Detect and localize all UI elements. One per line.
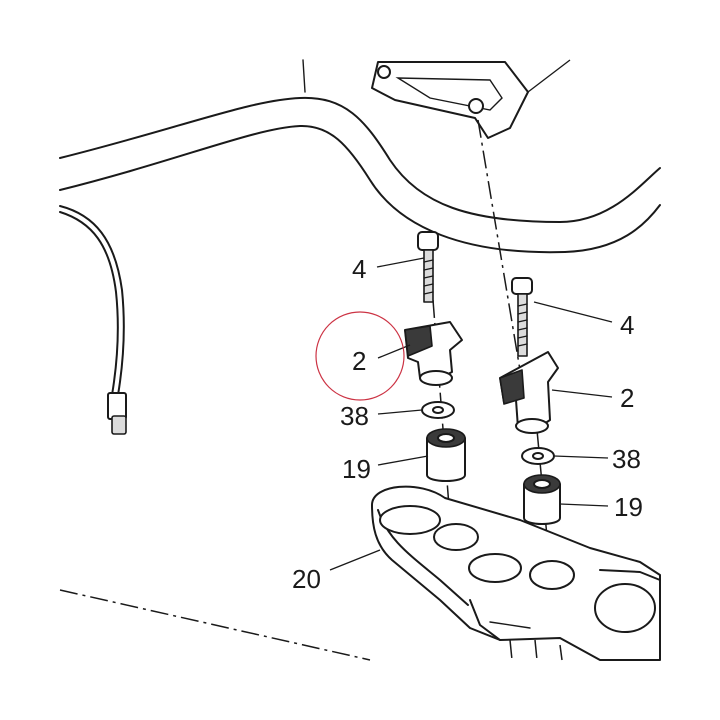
- leader-bolt-right: [533, 301, 613, 323]
- leader-bushing-right: [559, 503, 609, 507]
- top-yoke: [371, 485, 661, 661]
- bushing-right: [523, 474, 561, 525]
- callout-bolt-right: 4: [620, 310, 634, 340]
- callout-washer-right: 38: [612, 444, 641, 474]
- axis-stub-1: [509, 639, 513, 661]
- highlight-circle: [315, 311, 405, 401]
- riser-left-slot: [404, 325, 433, 357]
- yoke-hole-4: [529, 560, 575, 590]
- leader-riser-left: [377, 344, 411, 359]
- clamp-hole-left: [377, 65, 391, 79]
- axis-right-upper: [477, 119, 521, 371]
- yoke-hole-3: [468, 553, 522, 583]
- bolt-right: [511, 277, 533, 357]
- yoke-hole-5: [594, 583, 656, 633]
- clamp-hole-right: [468, 98, 484, 114]
- axis-stub-3: [559, 644, 563, 661]
- leader-riser-right: [551, 389, 613, 398]
- riser-right-slot: [499, 369, 525, 405]
- callout-riser-left: 2: [352, 346, 366, 376]
- connector-plug: [107, 392, 127, 420]
- callout-riser-right: 2: [620, 383, 634, 413]
- handlebar: [59, 96, 661, 254]
- leader-bolt-left: [376, 257, 425, 268]
- top-clamp: [371, 59, 571, 139]
- leader-bushing-left: [377, 455, 429, 466]
- callout-washer-left: 38: [340, 401, 369, 431]
- bolt-left: [417, 231, 439, 303]
- frame-centerline: [59, 589, 371, 661]
- yoke-hole-1: [379, 505, 441, 535]
- connector-tip: [111, 415, 127, 435]
- wire-harness: [59, 205, 127, 435]
- riser-right: [499, 351, 559, 434]
- callout-bushing-right: 19: [614, 492, 643, 522]
- yoke-hole-2: [433, 523, 479, 551]
- washer-right: [521, 447, 555, 465]
- axis-stub-2: [534, 639, 538, 661]
- frame-edge-line: [302, 59, 306, 93]
- leader-washer-right: [553, 455, 609, 459]
- callout-bushing-left: 19: [342, 454, 371, 484]
- riser-left: [404, 321, 463, 386]
- leader-washer-left: [377, 409, 423, 415]
- callout-bolt-left: 4: [352, 254, 366, 284]
- leader-yoke: [329, 549, 381, 571]
- bushing-left: [426, 428, 466, 482]
- washer-left: [421, 401, 455, 419]
- callout-top-yoke: 20: [292, 564, 321, 594]
